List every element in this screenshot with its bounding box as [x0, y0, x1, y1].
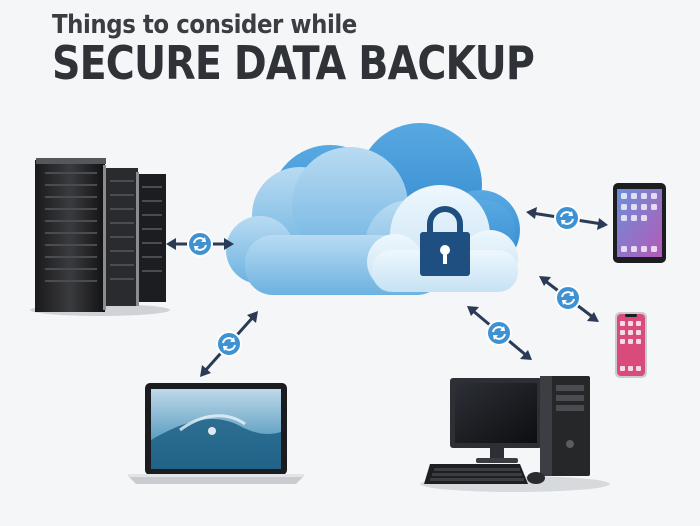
- sync-icon: [554, 205, 580, 231]
- page-subtitle: Things to consider while: [52, 10, 357, 40]
- sync-icon: [486, 320, 512, 346]
- desktop-computer-icon: [420, 376, 610, 492]
- laptop-icon: [128, 383, 304, 484]
- sync-icon: [555, 285, 581, 311]
- smartphone-icon: [615, 312, 647, 378]
- sync-icon: [216, 331, 242, 357]
- header: Things to consider while SECURE DATA BAC…: [52, 10, 612, 90]
- tablet-icon: [613, 183, 666, 263]
- server-rack-icon: [30, 158, 170, 316]
- padlock-icon: [420, 206, 470, 276]
- cloud-storage-icon: [226, 123, 520, 295]
- page-title: SECURE DATA BACKUP: [52, 36, 535, 90]
- sync-icon: [187, 231, 213, 257]
